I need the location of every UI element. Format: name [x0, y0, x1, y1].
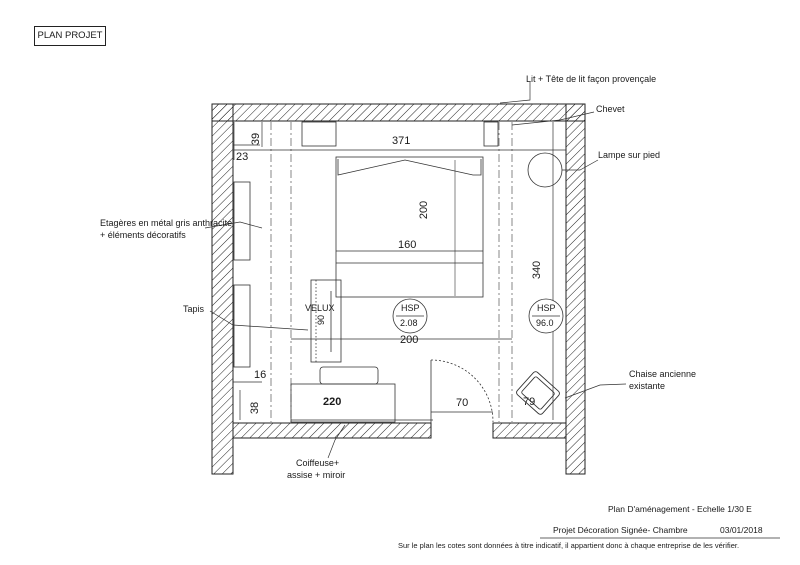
wall-left — [211, 103, 234, 475]
hsp-right-value: 96.0 — [536, 318, 554, 328]
floor-lamp — [527, 152, 563, 188]
shelves — [233, 181, 251, 368]
label-rug: Tapis — [183, 304, 205, 314]
label-chair-1: Chaise ancienne — [629, 369, 697, 379]
dim-220: 220 — [323, 396, 342, 408]
hsp-right-label: HSP — [537, 303, 556, 313]
dim-371-line — [233, 122, 566, 160]
footer-plan: Plan D'aménagement - Echelle 1/30 E — [608, 504, 752, 514]
dim-200-horizontal: 200 — [400, 334, 419, 346]
dim-23: 23 — [236, 151, 249, 163]
hsp-left-label: HSP — [401, 303, 420, 313]
label-dressing-2: assise + miroir — [287, 470, 346, 480]
headboard — [301, 121, 337, 147]
nightstand-right — [483, 121, 499, 147]
armchair — [516, 371, 560, 415]
label-nightstand: Chevet — [596, 104, 625, 114]
footer-date: 03/01/2018 — [720, 525, 763, 535]
footer-disclaimer: Sur le plan les cotes sont données à tit… — [398, 541, 740, 550]
dim-70: 70 — [456, 397, 469, 409]
page-title: PLAN PROJET — [34, 26, 106, 46]
label-dressing-1: Coiffeuse+ — [296, 458, 340, 468]
hsp-left-value: 2.08 — [400, 318, 418, 328]
footer-project: Projet Décoration Signée- Chambre — [553, 525, 688, 535]
wall-top — [211, 103, 586, 122]
dim-79: 79 — [523, 396, 536, 408]
dim-38: 38 — [249, 401, 262, 415]
dim-39: 39 — [250, 132, 263, 146]
dressing-table — [290, 366, 433, 423]
dim-200-vertical: 200 — [418, 200, 431, 220]
bed — [301, 121, 499, 298]
leader-lines — [204, 82, 627, 459]
walls — [211, 103, 586, 475]
dim-160: 160 — [398, 239, 417, 251]
wall-right — [565, 103, 586, 475]
hsp-markers — [392, 298, 564, 334]
label-lamp: Lampe sur pied — [598, 150, 661, 160]
dim-90: 90 — [316, 314, 327, 326]
dim-340: 340 — [531, 260, 544, 280]
dim-371: 371 — [392, 135, 411, 147]
label-shelves-2: + éléments décoratifs — [100, 230, 186, 240]
label-shelves-1: Etagères en métal gris anthracite — [100, 218, 233, 228]
label-chair-2: existante — [629, 381, 666, 391]
bed-frame — [335, 156, 484, 298]
label-velux: VELUX — [305, 303, 335, 313]
axis-lines — [270, 122, 513, 422]
small-dims — [233, 122, 263, 420]
dim-16: 16 — [254, 369, 267, 381]
label-bed: Lit + Tête de lit façon provençale — [526, 74, 657, 84]
velux-window — [310, 279, 342, 363]
wall-bottom-left — [232, 422, 432, 439]
door — [430, 359, 494, 423]
wall-bottom-right — [492, 422, 567, 439]
